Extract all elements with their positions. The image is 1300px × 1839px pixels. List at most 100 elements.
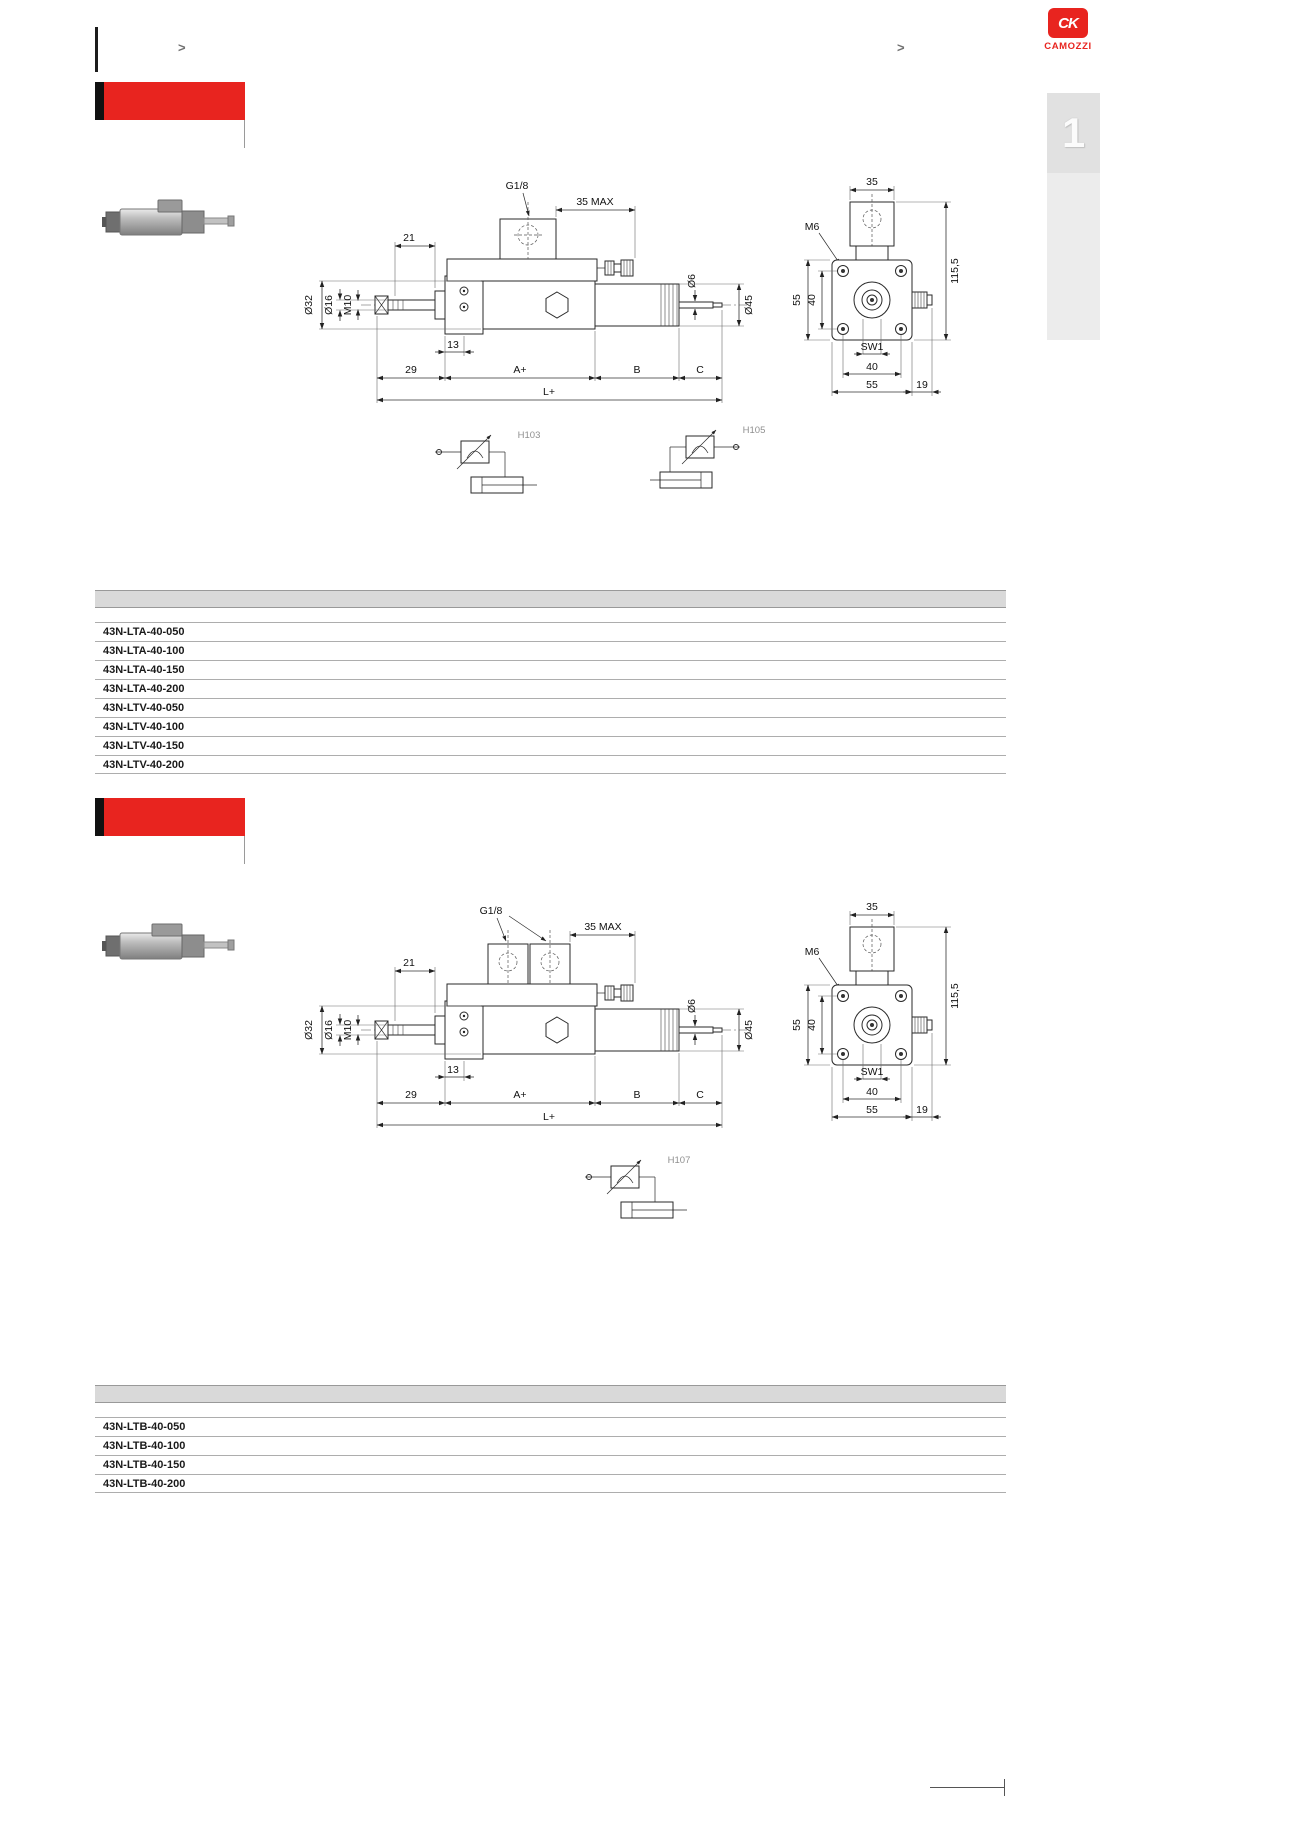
schematic-label: H107 [668, 1155, 691, 1166]
table-row: 43N-LTA-40-100 [95, 641, 1006, 660]
model-code: 43N-LTV-40-200 [103, 759, 185, 771]
section1-table-header [95, 590, 1006, 608]
top-left-divider [95, 27, 98, 72]
port-block [499, 202, 557, 260]
section2-side-view: G1/8 35 MAX 21 Ø32 Ø16 M10 13 29 A+ B C … [303, 905, 755, 1128]
adjusting-screws [597, 984, 634, 1002]
table-gap [95, 1403, 1006, 1417]
dim-label-a-plus: A+ [513, 1089, 526, 1101]
table-row: 43N-LTA-40-050 [95, 622, 1006, 641]
dim-label-55-bottom: 55 [866, 1104, 878, 1116]
piston-rod-end [374, 1015, 446, 1045]
dim-label-dia45: Ø45 [743, 295, 755, 315]
dim-label-13: 13 [447, 339, 459, 351]
valve-plate [446, 983, 598, 1007]
section1-schematic-left: H103 [435, 430, 540, 494]
section1-header-tail [244, 120, 245, 148]
breadcrumb-right-chevron: > [897, 40, 905, 55]
chapter-tab-top: 1 [1047, 93, 1100, 173]
dim-label-21: 21 [403, 232, 415, 244]
table-row: 43N-LTB-40-150 [95, 1455, 1006, 1474]
dim-label-40-bottom: 40 [866, 1086, 878, 1098]
schematic-label: H105 [743, 425, 766, 436]
cylinder-body [482, 1005, 596, 1055]
section1-end-view: 35 M6 115,5 55 40 SW1 40 55 [791, 176, 961, 396]
cylinder-photo [102, 923, 235, 960]
port-block-left [487, 930, 529, 985]
cylinder-symbol [620, 1201, 687, 1219]
dim-label-55-bottom: 55 [866, 379, 878, 391]
model-code: 43N-LTV-40-150 [103, 740, 185, 752]
section1-schematic-right: H105 [650, 425, 766, 489]
dim-label-29: 29 [405, 364, 417, 376]
footer-rule [930, 1787, 1005, 1788]
model-code: 43N-LTA-40-150 [103, 664, 185, 676]
dim-label-l-plus: L+ [543, 386, 555, 398]
model-code: 43N-LTB-40-150 [103, 1459, 186, 1471]
model-code: 43N-LTB-40-200 [103, 1478, 186, 1490]
dim-label-m6: M6 [805, 221, 820, 233]
front-head [444, 1000, 484, 1060]
model-code: 43N-LTA-40-100 [103, 645, 185, 657]
flow-control-valve-symbol [435, 434, 506, 477]
section1-side-view: G1/8 35 MAX 21 Ø32 Ø16 M10 13 29 A+ B C … [303, 180, 755, 403]
section2-header-black-block [95, 798, 104, 836]
logo-monogram: CK [1058, 14, 1079, 32]
table-row: 43N-LTV-40-050 [95, 698, 1006, 717]
dim-label-29: 29 [405, 1089, 417, 1101]
section1-product-photo [102, 199, 235, 236]
model-code: 43N-LTV-40-050 [103, 702, 185, 714]
section2-header-tail [244, 836, 245, 864]
dim-label-m10: M10 [342, 1020, 354, 1041]
dim-label-13: 13 [447, 1064, 459, 1076]
table-row: 43N-LTV-40-150 [95, 736, 1006, 755]
front-head [444, 275, 484, 335]
section2-schematic: H107 [585, 1155, 691, 1219]
dim-label-sw1: SW1 [861, 341, 884, 353]
dim-label-19: 19 [916, 1104, 928, 1116]
dim-label-m6: M6 [805, 946, 820, 958]
dim-label-dia6: Ø6 [686, 274, 698, 288]
rear-tube [594, 283, 723, 327]
dim-label-sw1: SW1 [861, 1066, 884, 1078]
section1-header-black-block [95, 82, 104, 120]
model-code: 43N-LTA-40-050 [103, 626, 185, 638]
rear-tube [594, 1008, 723, 1052]
section2-end-view: 35 M6 115,5 55 40 SW1 40 55 [791, 901, 961, 1121]
dim-label-21: 21 [403, 957, 415, 969]
model-code: 43N-LTA-40-200 [103, 683, 185, 695]
mounting-flange [831, 984, 913, 1066]
model-code: 43N-LTV-40-100 [103, 721, 185, 733]
dim-label-dia16: Ø16 [323, 295, 335, 315]
table-row: 43N-LTV-40-100 [95, 717, 1006, 736]
side-knob [911, 1016, 933, 1034]
cylinder-symbol [650, 471, 713, 489]
table-row: 43N-LTA-40-200 [95, 679, 1006, 698]
dim-label-35: 35 [866, 901, 878, 913]
dim-label-b: B [633, 1089, 640, 1101]
footer-rule-tick [1004, 1779, 1005, 1796]
dim-label-l-plus: L+ [543, 1111, 555, 1123]
cylinder-body [482, 280, 596, 330]
dim-label-port: G1/8 [506, 180, 529, 192]
dim-label-19: 19 [916, 379, 928, 391]
dim-label-max: 35 MAX [576, 196, 613, 208]
dim-label-dia6: Ø6 [686, 999, 698, 1013]
model-code: 43N-LTB-40-050 [103, 1421, 186, 1433]
dim-label-m10: M10 [342, 295, 354, 316]
section1-table: 43N-LTA-40-050 43N-LTA-40-100 43N-LTA-40… [95, 590, 1006, 774]
table-row: 43N-LTB-40-100 [95, 1436, 1006, 1455]
dim-label-35: 35 [866, 176, 878, 188]
dim-label-dia45: Ø45 [743, 1020, 755, 1040]
table-row: 43N-LTB-40-200 [95, 1474, 1006, 1493]
dim-label-dia32: Ø32 [303, 295, 315, 315]
dim-label-max: 35 MAX [584, 921, 621, 933]
dim-label-40-side: 40 [806, 1019, 818, 1031]
dim-label-dia32: Ø32 [303, 1020, 315, 1040]
valve-top-view [849, 919, 895, 972]
mounting-flange [831, 259, 913, 341]
chapter-number: 1 [1061, 109, 1086, 156]
adjusting-screws [597, 259, 634, 277]
dim-label-40-bottom: 40 [866, 361, 878, 373]
dim-label-40-side: 40 [806, 294, 818, 306]
